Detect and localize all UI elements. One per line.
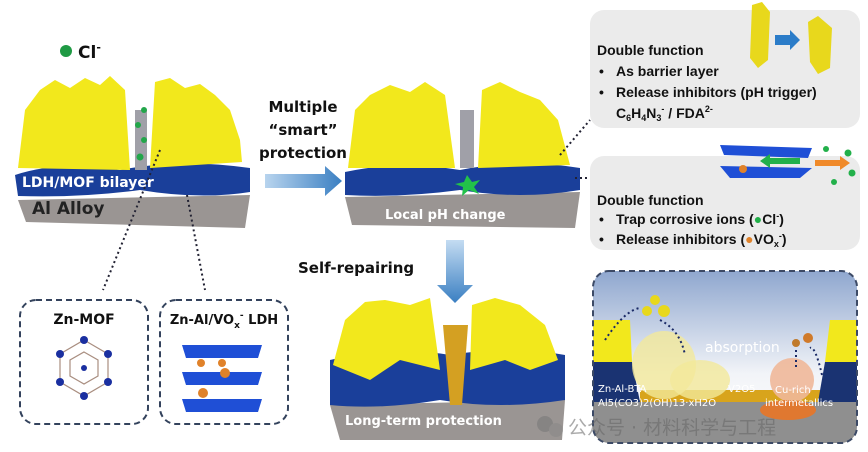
box1-item: Release inhibitors (pH trigger) [616,84,817,100]
dotted-pointer-mof [102,149,161,291]
left-sample: LDH/MOF bilayer Al Alloy [15,76,250,291]
svg-text:•: • [599,63,604,79]
box2-item-release: Release inhibitors (●VOx-) [616,231,787,249]
smart-protection-arrow: Multiple “smart” protection [259,98,347,196]
arrow1-line1: Multiple [268,98,337,116]
ldh-title: Zn-Al/VOx- LDH [170,311,278,331]
zn-mof-box: Zn-MOF [19,299,149,425]
wechat-icon [537,416,553,432]
ldh-layers-icon [182,345,262,412]
zn-al-ldh-box: Zn-Al/VOx- LDH [159,299,289,425]
zn-mof-title: Zn-MOF [53,312,114,328]
middle-sample-label: Local pH change [385,208,506,223]
ldh-formula-label: Al5(CO3)2(OH)13·xH2O [598,398,716,409]
substrate-label: Al Alloy [32,199,104,219]
svg-text:•: • [599,211,604,227]
inhibitor-formula: C6H4N3- / FDA2- [616,104,713,123]
svg-text:•: • [599,84,604,100]
absorption-label: absorption [705,340,780,356]
middle-sample: Local pH change [345,82,600,228]
bottom-sample: Long-term protection [330,298,565,440]
box1-title: Double function [597,42,704,58]
cu-rich-label: Cu-rich [775,385,811,396]
box2-item-trap: Trap corrosive ions (●Cl-) [616,211,784,227]
box1-item: As barrier layer [616,63,719,79]
watermark: 公众号 · 材料科学与工程 [537,416,776,439]
ion-exchange-box: Double function • Trap corrosive ions (●… [590,145,860,250]
arrow1-line2: “smart” [269,121,338,139]
dotted-pointer-ldh [186,194,206,291]
bottom-sample-label: Long-term protection [345,414,502,429]
zn-al-bta-label: Zn-Al-BTA [598,384,647,395]
chloride-legend: Cl- [60,41,101,63]
v-oxide-label: V2O5 [728,384,755,395]
barrier-function-box: Double function • As barrier layer • Rel… [590,2,860,128]
bilayer-label: LDH/MOF bilayer [22,175,154,191]
self-repairing-arrow: Self-repairing [298,240,473,303]
arrow1-line3: protection [259,144,347,162]
svg-text:•: • [599,231,604,247]
self-repairing-label: Self-repairing [298,259,414,277]
mechanism-box: absorption Zn-Al-BTA Al5(CO3)2(OH)13·xH2… [592,270,858,444]
chloride-ion-icon [60,45,72,57]
mof-structure-icon [56,336,112,400]
intermetallics-label: intermetallics [765,398,833,409]
chloride-label: Cl- [78,41,101,63]
watermark-text: 公众号 · 材料科学与工程 [568,417,776,439]
box2-title: Double function [597,192,704,208]
